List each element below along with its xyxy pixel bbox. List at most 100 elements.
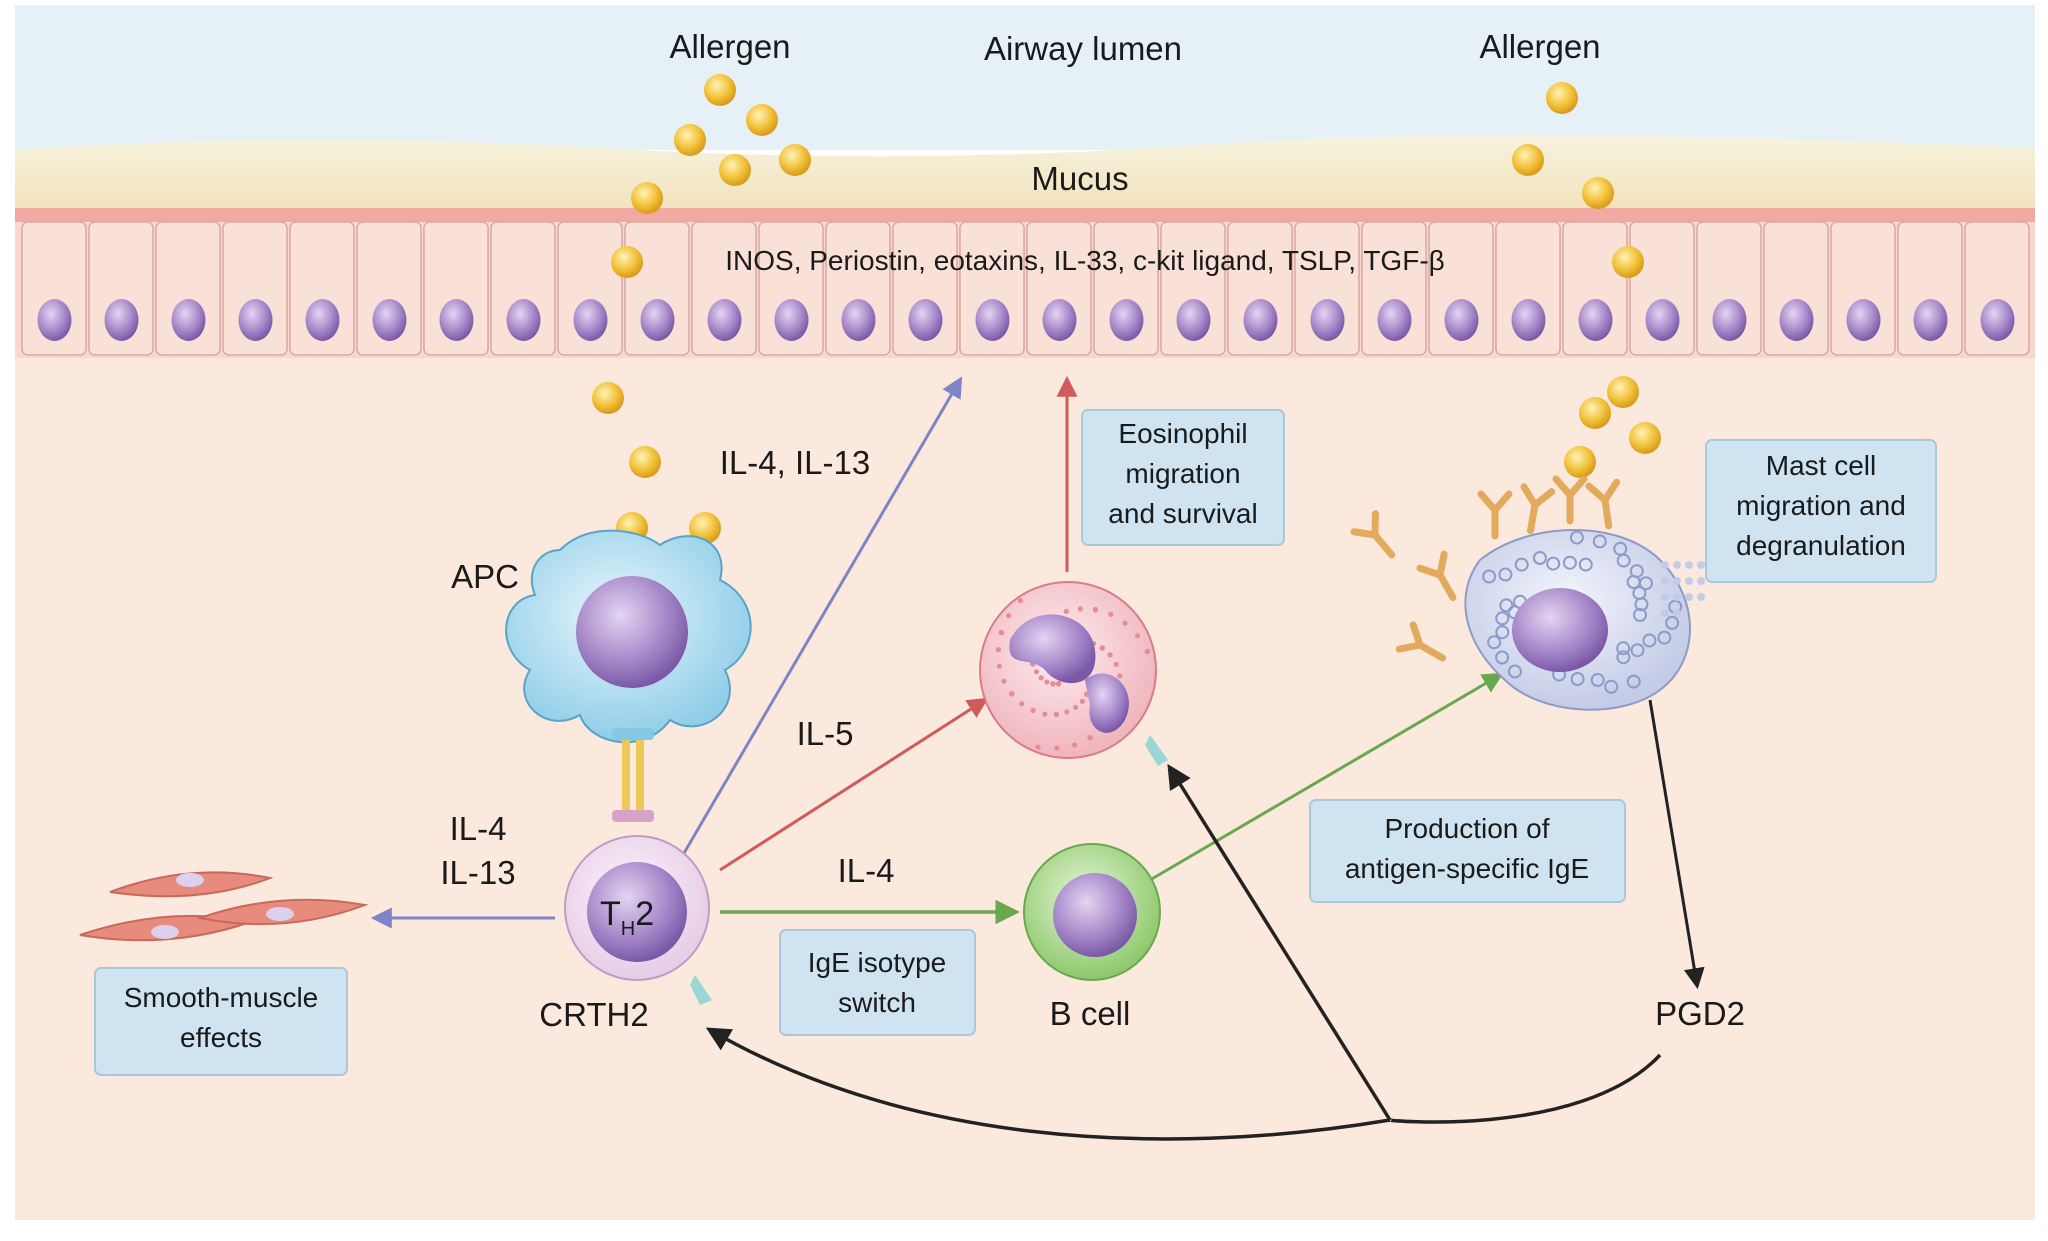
allergen-particle — [674, 124, 706, 156]
epithelial-nucleus — [707, 299, 742, 341]
svg-text:Eosinophil: Eosinophil — [1118, 418, 1247, 449]
epithelial-nucleus — [1511, 299, 1546, 341]
epithelial-nucleus — [238, 299, 273, 341]
ige-antibody — [1552, 475, 1588, 525]
released-granule — [1661, 593, 1669, 601]
mast-cell-granule — [1616, 641, 1631, 656]
airway-lumen-label: Airway lumen — [984, 30, 1182, 67]
svg-text:Smooth-muscle: Smooth-muscle — [124, 982, 319, 1013]
svg-text:antigen-specific IgE: antigen-specific IgE — [1345, 853, 1589, 884]
ige-antibody — [1395, 621, 1447, 662]
epithelial-factors-label: INOS, Periostin, eotaxins, IL-33, c-kit … — [725, 245, 1445, 276]
allergen-label-left: Allergen — [669, 28, 790, 65]
eosinophil-granule — [996, 663, 1002, 669]
svg-text:Mast cell: Mast cell — [1766, 450, 1876, 481]
epithelial-nucleus — [1243, 299, 1278, 341]
il4-left-label: IL-4 — [450, 810, 507, 847]
svg-text:migration: migration — [1125, 458, 1240, 489]
eosinophil-granule — [1038, 675, 1044, 681]
epithelial-nucleus — [1645, 299, 1680, 341]
airway-lumen-region — [15, 5, 2035, 150]
allergen-particle — [629, 446, 661, 478]
smooth-muscle-box: Smooth-muscle effects — [94, 967, 348, 1076]
arrow-bcell-to-mastcell — [1149, 672, 1504, 882]
mast-cell-granule — [1570, 672, 1585, 686]
epithelial-nucleus — [1913, 299, 1948, 341]
eosinophil-box: Eosinophil migration and survival — [1081, 409, 1285, 546]
mast-cell-granule — [1616, 650, 1631, 665]
mast-cell-granule — [1604, 679, 1619, 694]
eosinophil-granule — [1001, 678, 1007, 684]
eosinophil-cell — [979, 581, 1168, 766]
svg-text:migration and: migration and — [1736, 490, 1906, 521]
il4-mid-label: IL-4 — [838, 852, 895, 889]
allergen-particle — [746, 104, 778, 136]
released-granule — [1673, 561, 1681, 569]
allergen-particle — [611, 246, 643, 278]
eosinophil-granule — [1107, 652, 1113, 658]
allergen-particle — [1564, 446, 1596, 478]
eosinophil-granule — [1122, 620, 1128, 626]
mast-cell-granule — [1487, 635, 1502, 650]
eosinophil-granule — [1054, 745, 1060, 751]
ige-antibody — [1416, 550, 1457, 602]
eosinophil-granule — [1087, 735, 1093, 741]
mast-cell — [1464, 529, 1705, 711]
arrow-pgd2-to-crth2 — [705, 1027, 1662, 1141]
released-granule — [1697, 561, 1705, 569]
eosinophil-granule — [1079, 698, 1085, 705]
mast-cell-granule — [1546, 556, 1561, 571]
allergen-particle — [1629, 422, 1661, 454]
mast-cell-granule — [1626, 575, 1641, 589]
mast-cell-granule — [1482, 569, 1497, 584]
svg-text:degranulation: degranulation — [1736, 530, 1906, 561]
ige-antibody — [1585, 478, 1621, 530]
eosinophil-granule — [1108, 611, 1114, 617]
eosinophil-granule — [1135, 633, 1141, 639]
svg-text:and survival: and survival — [1108, 498, 1257, 529]
eosinophil-granule — [995, 647, 1002, 653]
epithelial-nucleus — [1578, 299, 1613, 341]
tissue-region — [15, 350, 2035, 1220]
epithelial-nucleus — [908, 299, 943, 341]
svg-text:switch: switch — [838, 987, 916, 1018]
allergen-particle — [1612, 246, 1644, 278]
epithelial-nucleus — [1176, 299, 1211, 341]
epithelial-nucleus — [37, 299, 72, 341]
mast-cell-granule — [1616, 553, 1631, 568]
mast-cell-granule — [1657, 630, 1672, 645]
epithelial-nucleus — [439, 299, 474, 341]
arrow-th2-to-eosinophil — [719, 697, 989, 872]
eosinophil-granule — [998, 629, 1004, 636]
eosinophil-granule — [1008, 691, 1015, 697]
svg-text:IgE isotype: IgE isotype — [808, 947, 947, 978]
ige-antibody — [1350, 510, 1396, 559]
eosinophil-granule — [1077, 606, 1083, 612]
svg-text:Production of: Production of — [1385, 813, 1550, 844]
epithelial-nucleus — [372, 299, 407, 341]
epithelial-nucleus — [1846, 299, 1881, 341]
epithelial-nucleus — [1712, 299, 1747, 341]
pgd2-label: PGD2 — [1655, 995, 1745, 1032]
eosinophil-granule — [1035, 744, 1041, 750]
released-granule — [1661, 609, 1669, 617]
ige-antibody — [1477, 490, 1513, 540]
released-granule — [1673, 577, 1681, 585]
epithelial-cells — [21, 221, 2030, 356]
eosinophil-granule — [1113, 661, 1119, 668]
allergen-particle — [704, 74, 736, 106]
epithelial-nucleus — [1779, 299, 1814, 341]
eosinophil-granule — [1030, 707, 1036, 714]
allergen-particle — [719, 154, 751, 186]
ige-switch-box: IgE isotype switch — [779, 929, 976, 1036]
mast-cell-granule — [1495, 611, 1510, 626]
epithelial-nucleus — [841, 299, 876, 341]
mast-cell-granule — [1532, 551, 1547, 565]
released-granule — [1685, 561, 1693, 569]
epithelium-apical-border — [15, 208, 2035, 222]
arrow-th2-to-epithelium — [678, 376, 963, 861]
mast-cell-granule — [1495, 625, 1510, 640]
epithelial-nucleus — [1042, 299, 1077, 341]
mast-cell-granule — [1633, 608, 1647, 622]
ige-antibody — [1520, 483, 1556, 535]
